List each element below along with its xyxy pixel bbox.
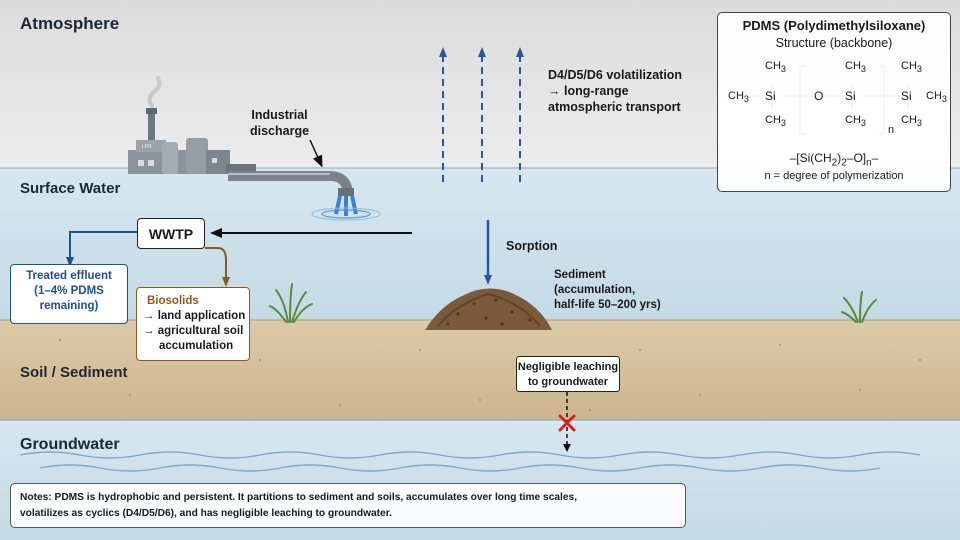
zone-label-surface-water: Surface Water — [20, 180, 121, 197]
si-atom-1: Si — [765, 89, 776, 103]
ch3-left: CH3 — [728, 90, 749, 105]
biosolids-box: Biosolids → land application → agricultu… — [136, 287, 250, 361]
si-atom-3: Si — [901, 89, 912, 103]
effluent-arrow — [66, 231, 138, 267]
soil-speckles — [58, 338, 922, 412]
grass-tuft-right — [841, 291, 877, 323]
pdms-formula: –[Si(CH2)2–O]n– — [789, 151, 879, 169]
notes-line-2: volatilizes as cyclics (D4/D5/D6), and h… — [20, 508, 392, 519]
pdms-title: PDMS (Polydimethylsiloxane) — [742, 18, 926, 33]
ch3-bottom-2: CH3 — [845, 114, 866, 129]
grass-tuft-left — [269, 283, 313, 323]
pdms-definition: n = degree of polymerization — [764, 170, 904, 182]
volatilization-arrows — [439, 47, 524, 182]
factory-icon — [128, 76, 256, 174]
blocked-cross-icon — [558, 414, 576, 432]
leaching-arrowhead — [563, 444, 571, 452]
notes-box: Notes: PDMS is hydrophobic and persisten… — [10, 483, 686, 528]
ch3-top-1: CH3 — [765, 60, 786, 75]
discharge-pipe — [228, 171, 381, 221]
zone-label-atmosphere: Atmosphere — [20, 14, 120, 33]
zone-label-soil-sediment: Soil / Sediment — [20, 364, 128, 381]
wwtp-box: WWTP — [137, 218, 205, 249]
groundwater-waves — [19, 451, 921, 472]
leaching-box: Negligible leaching to groundwater — [516, 356, 620, 392]
repeat-n: n — [888, 124, 895, 136]
volatilization-label: D4/D5/D6 volatilization → long-range atm… — [548, 68, 683, 114]
ch3-right: CH3 — [926, 90, 947, 105]
o-atom: O — [814, 89, 824, 103]
factory-sign: LPR — [142, 144, 152, 150]
discharge-pointer-arrow — [309, 139, 323, 168]
sediment-label: Sediment (accumulation, half-life 50–200… — [554, 269, 661, 311]
treated-effluent-box: Treated effluent (1–4% PDMS remaining) — [10, 264, 128, 324]
biosolids-title: Biosolids — [147, 295, 199, 307]
industrial-discharge-label: Industrial discharge — [250, 108, 310, 138]
zone-label-groundwater: Groundwater — [20, 436, 120, 453]
sediment-pile — [425, 288, 552, 330]
pdms-subtitle: Structure (backbone) — [775, 36, 893, 50]
notes-line-1: Notes: PDMS is hydrophobic and persisten… — [20, 492, 578, 503]
ch3-bottom-1: CH3 — [765, 114, 786, 129]
wwtp-label: WWTP — [148, 225, 194, 242]
ch3-bottom-3: CH3 — [901, 114, 922, 129]
ch3-top-2: CH3 — [845, 60, 866, 75]
ch3-top-3: CH3 — [901, 60, 922, 75]
sorption-label: Sorption — [506, 239, 558, 253]
biosolids-arrow — [205, 247, 230, 287]
si-atom-2: Si — [845, 89, 856, 103]
pdms-structure-box — [717, 12, 951, 192]
